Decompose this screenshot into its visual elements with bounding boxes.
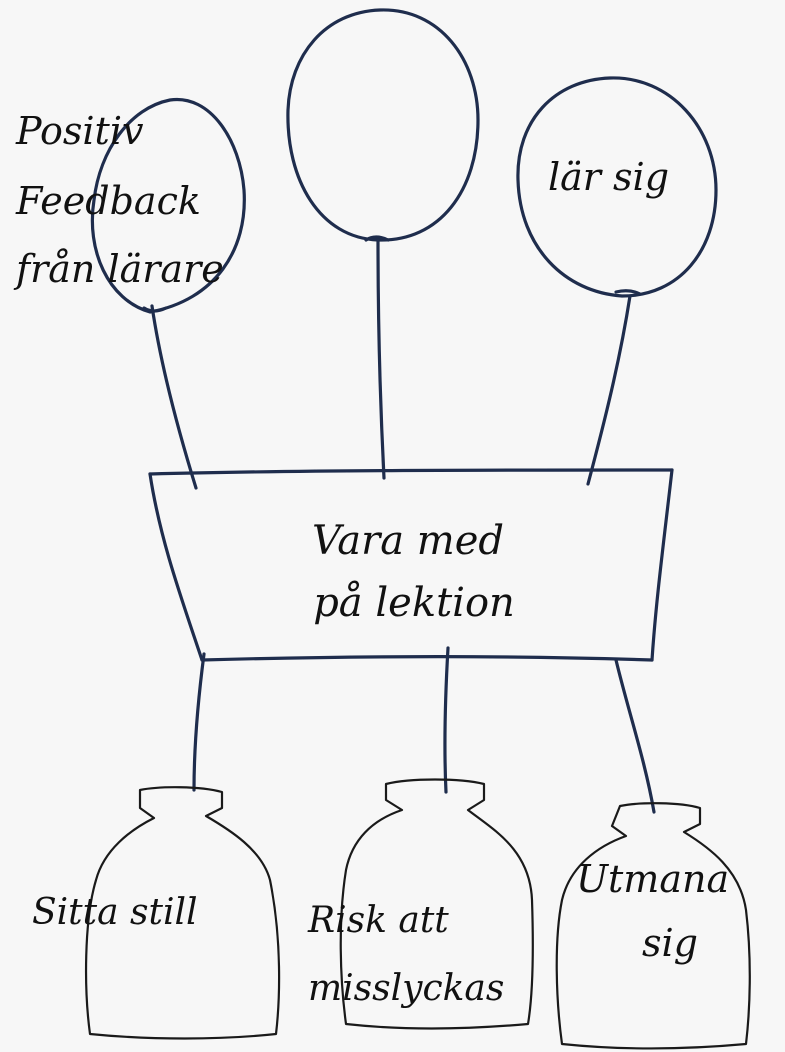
balloon-left-label-line1: Positiv: [15, 109, 144, 153]
balloon-left-label-line2: Feedback: [15, 179, 201, 223]
string-left: [150, 304, 198, 490]
string-right: [586, 294, 632, 486]
center-label-line1: Vara med: [312, 518, 504, 564]
weight-right-label-line2: sig: [642, 921, 698, 965]
cord-left: [192, 652, 206, 792]
weight-middle-label-line2: misslyckas: [308, 968, 504, 1009]
weight-right: [555, 802, 751, 1050]
weight-middle: [339, 778, 534, 1030]
string-middle: [376, 238, 386, 480]
weight-right-label-line1: Utmana: [576, 857, 729, 901]
weight-left-label: Sitta still: [32, 892, 198, 933]
weight-middle-label-line1: Risk att: [307, 900, 449, 941]
weight-left: [84, 786, 281, 1040]
cord-right: [614, 658, 656, 814]
balloon-right: [516, 76, 718, 298]
balloon-middle: [286, 8, 480, 242]
cord-middle: [443, 646, 450, 794]
balloon-left-label-line3: från lärare: [13, 247, 224, 291]
center-label-line2: på lektion: [313, 580, 515, 626]
center-box: [148, 468, 674, 662]
balloon-right-label: lär sig: [548, 155, 669, 199]
